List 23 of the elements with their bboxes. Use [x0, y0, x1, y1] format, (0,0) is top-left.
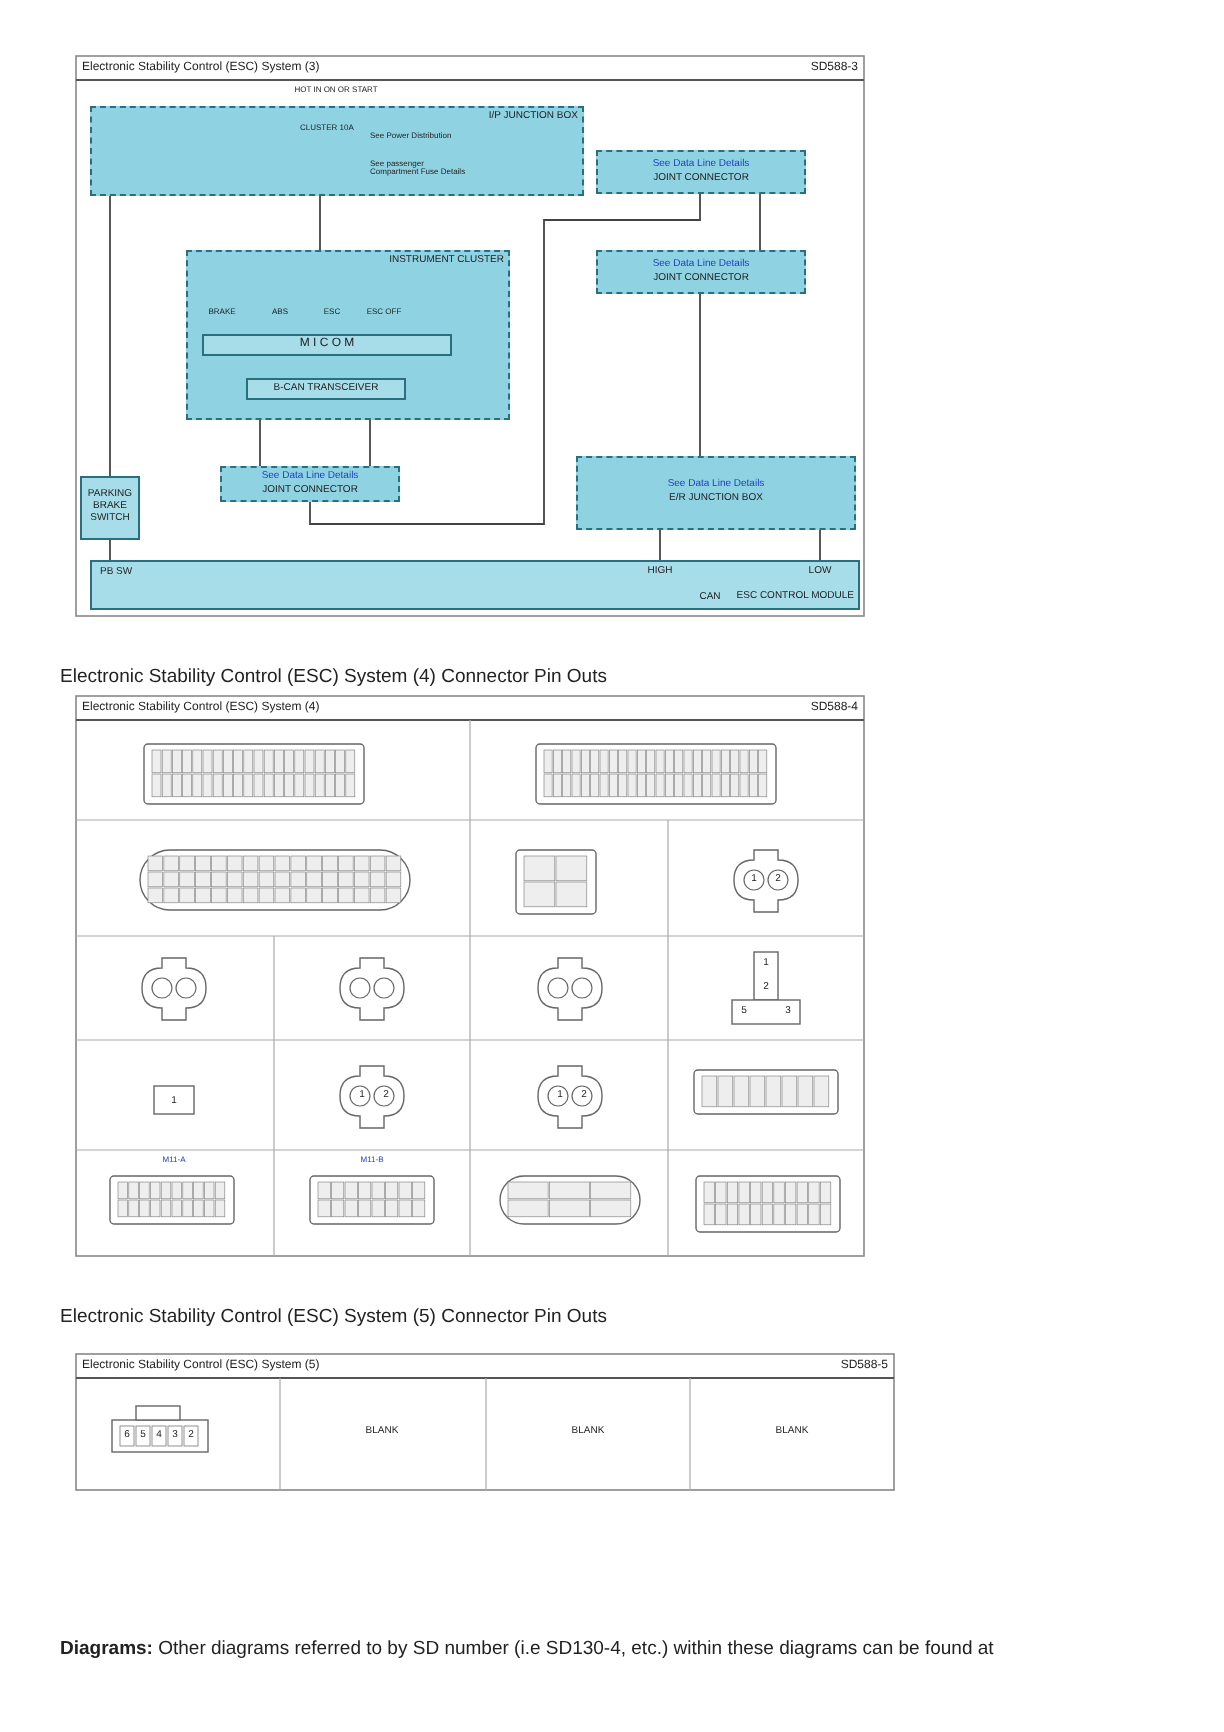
wire	[759, 193, 761, 251]
section-heading: Electronic Stability Control (ESC) System (4) Connector Pin Outs	[60, 668, 607, 687]
wire	[369, 419, 371, 467]
switch-box	[80, 476, 140, 540]
wire	[699, 293, 701, 457]
joint-connector-box	[596, 150, 806, 194]
junction-box	[576, 456, 856, 530]
transceiver-box	[246, 378, 406, 400]
control-module-box	[90, 560, 860, 610]
micom-box	[202, 334, 452, 356]
wire	[819, 529, 821, 561]
instrument-cluster-box	[186, 250, 510, 420]
wire	[319, 195, 321, 251]
wire	[109, 539, 111, 561]
junction-box	[90, 106, 584, 196]
footer-note: Diagrams: Other diagrams referred to by SD number (i.e SD130-4, etc.) within these diagrams can be found at	[60, 1640, 994, 1659]
joint-connector-box	[596, 250, 806, 294]
section-heading: Electronic Stability Control (ESC) System (5) Connector Pin Outs	[60, 1308, 607, 1327]
joint-connector-box	[220, 466, 400, 502]
wire	[309, 193, 701, 525]
wire	[659, 529, 661, 561]
wire	[109, 195, 111, 477]
wire	[259, 419, 261, 467]
